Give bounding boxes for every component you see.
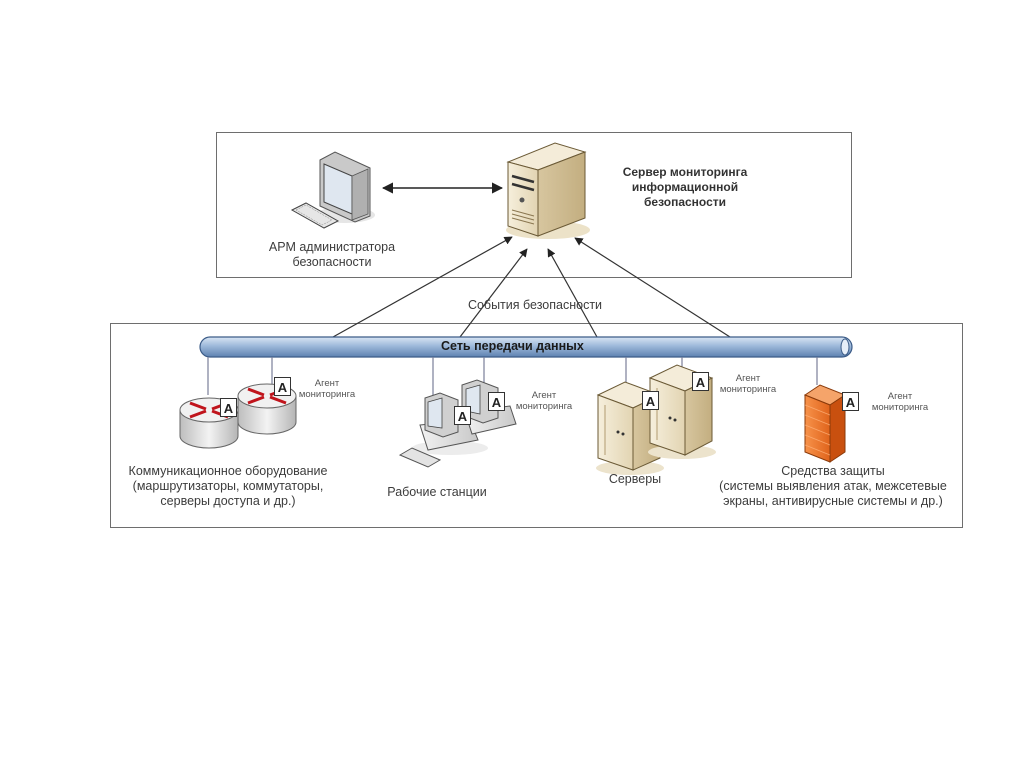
agent-label-security-tools: Агент мониторинга xyxy=(864,391,936,413)
agent-badge-firewall: A xyxy=(842,392,859,411)
agent-badge-router-1: A xyxy=(220,398,237,417)
group-label-communication-equipment: Коммуникационное оборудование (маршрутиз… xyxy=(112,464,344,509)
event-arrow-3 xyxy=(547,248,598,338)
admin-workstation-label-line: безопасности xyxy=(292,255,372,269)
admin-workstation-label-line: АРМ администратора xyxy=(268,240,396,254)
monitoring-server-label: Сервер мониторинга информационной безопа… xyxy=(595,165,775,210)
agent-badge-server-2: A xyxy=(692,372,709,391)
security-event-arrows xyxy=(332,236,731,338)
agent-badge-server-1: A xyxy=(642,391,659,410)
agent-label-workstations: Агент мониторинга xyxy=(508,390,580,412)
bus-drop-lines xyxy=(207,357,818,400)
agent-label-routers: Агент мониторинга xyxy=(292,378,362,400)
agent-label-line: мониторинга xyxy=(515,401,573,412)
server-icon-1 xyxy=(596,381,664,475)
agent-label-line: Агент xyxy=(735,373,761,384)
admin-workstation-icon xyxy=(290,151,375,229)
agent-label-line: мониторинга xyxy=(719,384,777,395)
admin-workstation-label: АРМ администратора безопасности xyxy=(247,240,417,270)
group-label-line: Серверы xyxy=(608,472,662,486)
firewall-icon xyxy=(803,384,847,463)
security-events-label: События безопасности xyxy=(467,298,603,312)
group-label-line: (системы выявления атак, межсетевые xyxy=(719,479,947,493)
network-bus xyxy=(199,336,853,358)
group-label-line: Средства защиты xyxy=(781,464,885,478)
monitoring-server-label-line: безопасности xyxy=(643,195,727,209)
network-bus-label: Сеть передачи данных xyxy=(441,339,584,353)
group-label-workstations: Рабочие станции xyxy=(372,485,502,500)
agent-label-servers: Агент мониторинга xyxy=(712,373,784,395)
group-label-line: серверы доступа и др.) xyxy=(160,494,296,508)
agent-label-line: Агент xyxy=(314,378,340,389)
agent-label-line: Агент xyxy=(531,390,557,401)
agent-badge-workstation-1: A xyxy=(454,406,471,425)
workstation-icon-1 xyxy=(398,392,488,468)
workstation-icon-2 xyxy=(461,379,517,435)
event-arrow-2 xyxy=(459,248,528,338)
monitoring-server-icon xyxy=(506,142,590,239)
group-label-line: экраны, антивирусные системы и др.) xyxy=(723,494,943,508)
group-label-line: (маршрутизаторы, коммутаторы, xyxy=(132,479,324,493)
group-label-servers: Серверы xyxy=(595,472,675,487)
agent-label-line: мониторинга xyxy=(871,402,929,413)
agent-badge-router-2: A xyxy=(274,377,291,396)
group-label-line: Рабочие станции xyxy=(387,485,487,499)
monitoring-server-label-line: Сервер мониторинга xyxy=(622,165,748,179)
group-label-security-tools: Средства защиты (системы выявления атак,… xyxy=(702,464,964,509)
agent-badge-workstation-2: A xyxy=(488,392,505,411)
monitoring-server-label-line: информационной xyxy=(631,180,739,194)
group-label-line: Коммуникационное оборудование xyxy=(128,464,328,478)
agent-label-line: Агент xyxy=(887,391,913,402)
event-arrow-4 xyxy=(574,237,731,338)
event-arrow-1 xyxy=(332,236,513,338)
agent-label-line: мониторинга xyxy=(298,389,356,400)
